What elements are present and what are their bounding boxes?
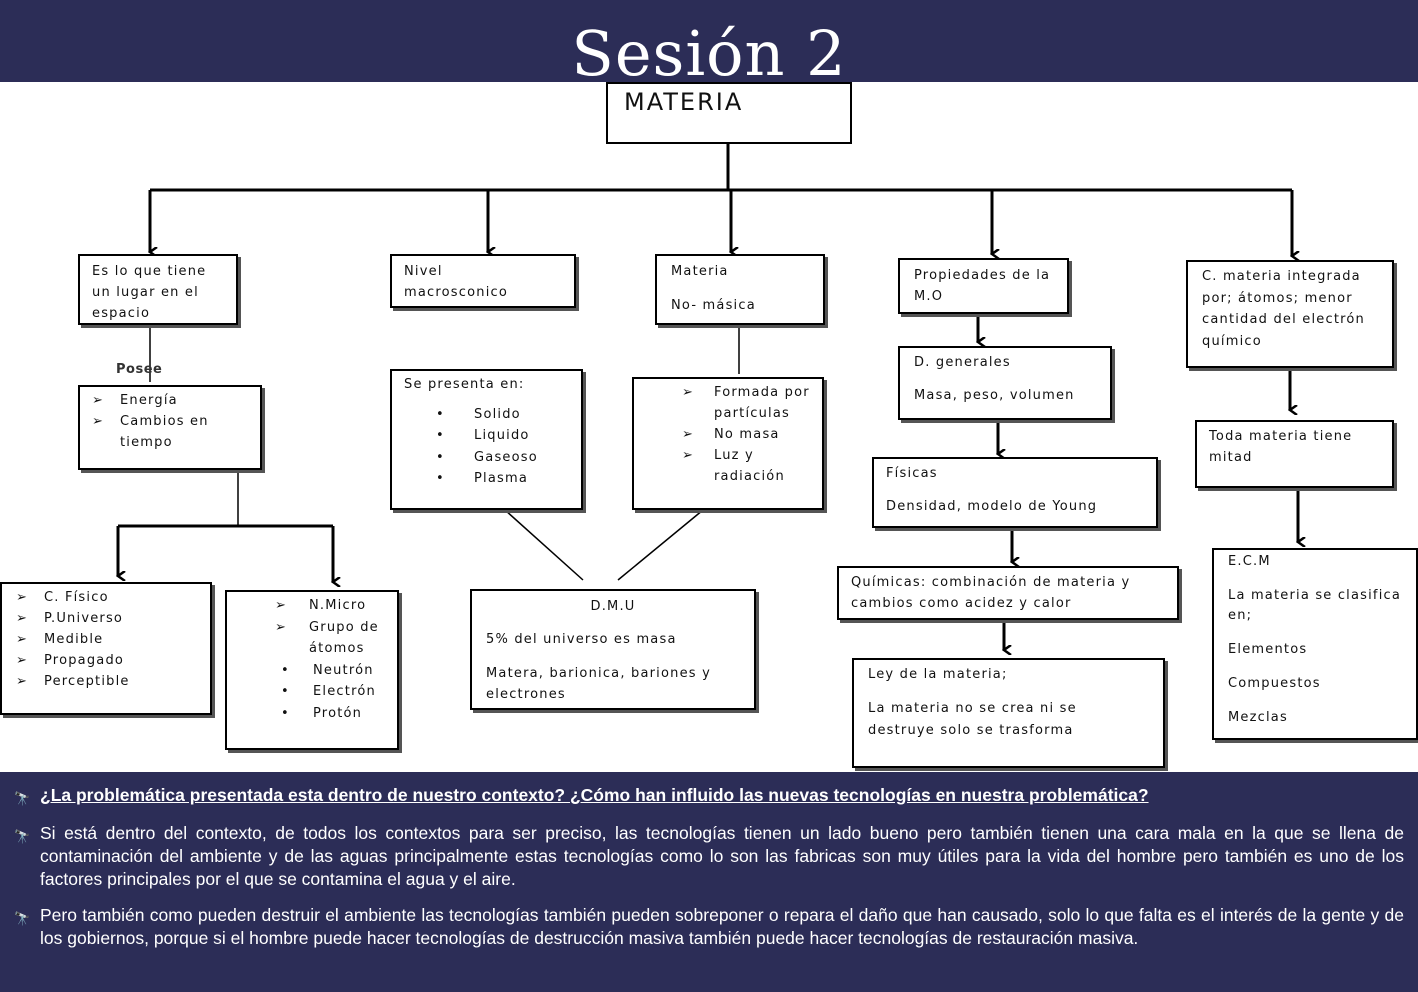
root-node-materia: MATERIA (606, 82, 852, 144)
list-item: •Solido (436, 406, 521, 422)
general-properties-box: D. generales Masa, peso, volumen (898, 346, 1112, 420)
list-item: ➢Propagado (16, 653, 125, 668)
dmu-box: D.M.U 5% del universo es masa Matera, ba… (470, 589, 756, 710)
properties-box: ➢C. Físico ➢P.Universo ➢Medible ➢Propaga… (0, 582, 212, 715)
list-item: •Neutrón (281, 662, 374, 678)
half-matter-box: Toda materia tiene mitad (1195, 420, 1394, 488)
integrated-matter-box: C. materia integrada por; átomos; menor … (1186, 260, 1394, 368)
bullet-icon: 🔭 (14, 911, 31, 926)
list-item: ➢Luz y radiación (682, 448, 785, 484)
posee-box: ➢Energía ➢Cambios en tiempo (78, 385, 262, 470)
list-item: ➢Grupo de átomos (275, 619, 379, 657)
connector-lines (0, 144, 1418, 772)
list-item: •Electrón (281, 684, 376, 699)
list-item: ➢C. Físico (16, 590, 109, 605)
list-item: •Gaseoso (436, 449, 538, 465)
chemical-properties-box: Químicas: combinación de materia y cambi… (837, 566, 1179, 620)
list-item: •Protón (281, 705, 363, 721)
list-item: •Plasma (436, 471, 529, 486)
particles-box: ➢Formada por partículas ➢No masa ➢Luz y … (632, 377, 824, 510)
list-item: ➢Medible (16, 632, 104, 647)
properties-mo-box: Propiedades de la M.O (898, 258, 1069, 314)
list-item: ➢Energía (92, 393, 178, 408)
list-item: ➢Formada por partículas (682, 385, 810, 421)
bullet-icon: 🔭 (14, 791, 31, 806)
bullet-item: 🔭 Pero también como pueden destruir el a… (14, 905, 1404, 948)
list-item: ➢Cambios en tiempo (92, 414, 209, 450)
list-item: ➢No masa (682, 427, 780, 442)
list-item: •Liquido (436, 428, 530, 443)
definition-box: Es lo que tiene un lugar en el espacio (78, 254, 238, 325)
bullet-text-area: 🔭 ¿La problemática presentada esta dentr… (0, 776, 1418, 992)
ecm-box: E.C.M La materia se clasifica en; Elemen… (1212, 548, 1418, 740)
bullet-item: 🔭 Si está dentro del contexto, de todos … (14, 823, 1404, 889)
non-mass-box: Materia No- másica (655, 254, 825, 325)
bullet-item: 🔭 ¿La problemática presentada esta dentr… (14, 784, 1404, 810)
bullet-icon: 🔭 (14, 829, 31, 844)
list-item: ➢N.Micro (275, 598, 367, 613)
states-box: Se presenta en: •Solido •Liquido •Gaseos… (390, 369, 583, 510)
list-item: ➢P.Universo (16, 611, 124, 626)
law-of-matter-box: Ley de la materia; La materia no se crea… (852, 658, 1165, 768)
concept-map: MATERIA Es lo que tiene un lugar en el e… (0, 82, 1418, 772)
slide-title: Sesión 2 (571, 17, 847, 90)
physical-properties-box: Físicas Densidad, modelo de Young (872, 457, 1158, 528)
composition-box: ➢N.Micro ➢Grupo de átomos •Neutrón •Elec… (225, 590, 399, 750)
macroscopic-box: Nivel macrosconico (390, 254, 576, 308)
list-item: ➢Perceptible (16, 674, 130, 689)
posee-label: Posee (116, 362, 163, 377)
